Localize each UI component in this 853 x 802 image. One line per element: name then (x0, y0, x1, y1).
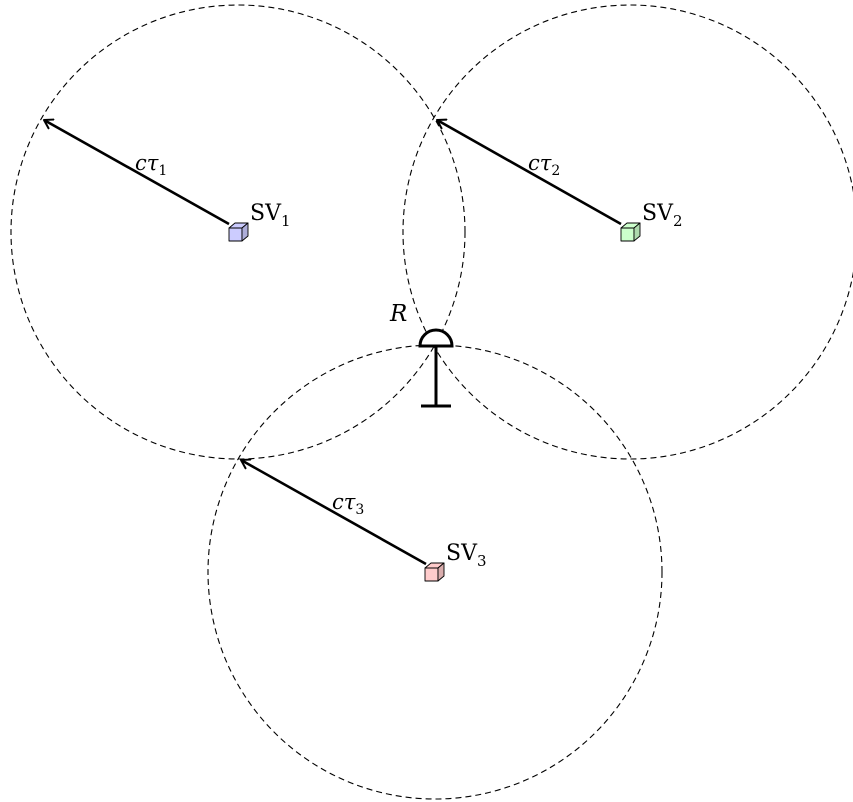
satellite-sv3 (424, 562, 445, 582)
satellite-sv1 (228, 222, 249, 242)
range-arrows (43, 118, 622, 566)
range-label-subscript: 3 (355, 502, 364, 518)
satellite-label-sv3: SV3 (446, 541, 487, 570)
satellite-label-name: SV (446, 541, 478, 566)
range-arrow-sv1 (43, 118, 230, 226)
range-label-c: c (332, 490, 344, 514)
range-label-c: c (135, 151, 147, 175)
range-circle-sv3 (207, 344, 663, 800)
range-label-tau: τ (344, 490, 356, 514)
receiver-antenna-icon (418, 328, 454, 408)
range-label-subscript: 2 (551, 163, 560, 179)
satellite-label-sv2: SV2 (642, 201, 683, 230)
cube-icon (620, 222, 641, 242)
satellite-label-name: SV (250, 201, 282, 226)
range-circles (10, 4, 853, 800)
satellite-sv2 (620, 222, 641, 242)
range-circle-sv1 (10, 4, 466, 460)
range-label-sv2: cτ2 (528, 151, 560, 179)
range-label-sv3: cτ3 (332, 490, 364, 518)
satellite-label-sv1: SV1 (250, 201, 291, 230)
range-label-tau: τ (147, 151, 159, 175)
cube-icon (424, 562, 445, 582)
cube-icon (228, 222, 249, 242)
range-circle-sv2 (402, 4, 853, 460)
range-label-tau: τ (540, 151, 552, 175)
range-label-sv1: cτ1 (135, 151, 167, 179)
receiver-label: R (389, 301, 407, 327)
range-arrow-sv2 (436, 118, 622, 226)
range-arrow-sv3 (240, 458, 427, 566)
satellite-label-subscript: 2 (673, 212, 683, 230)
range-label-subscript: 1 (158, 163, 167, 179)
satellite-label-name: SV (642, 201, 674, 226)
satellite-label-subscript: 1 (281, 212, 291, 230)
satellite-label-subscript: 3 (477, 552, 487, 570)
range-label-c: c (528, 151, 540, 175)
